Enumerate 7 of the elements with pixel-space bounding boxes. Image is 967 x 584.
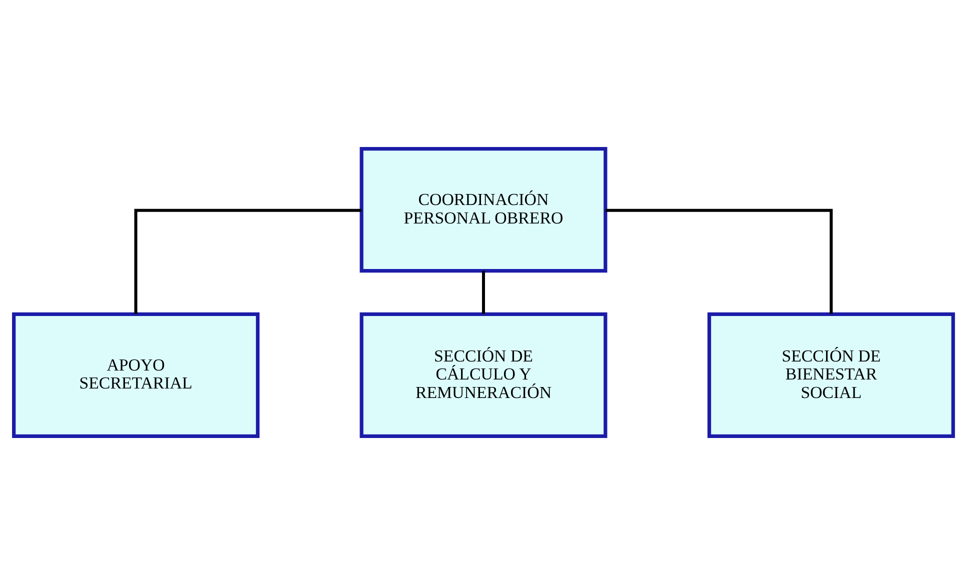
- connector: [482, 270, 485, 314]
- connector: [134, 208, 362, 314]
- connector: [606, 208, 833, 314]
- node-box: SECCIÓN DE CÁLCULO Y REMUNERACIÓN: [360, 312, 608, 438]
- node-box: SECCIÓN DE BIENESTAR SOCIAL: [707, 312, 955, 438]
- node-box: APOYO SECRETARIAL: [12, 312, 260, 438]
- node-box: COORDINACIÓN PERSONAL OBRERO: [360, 146, 608, 272]
